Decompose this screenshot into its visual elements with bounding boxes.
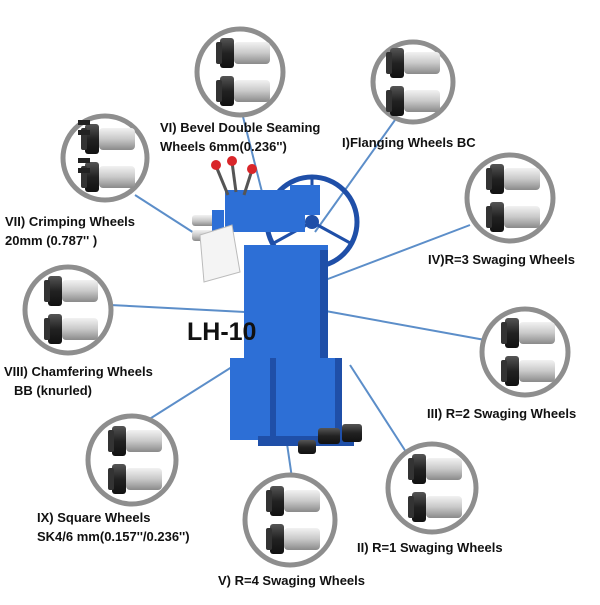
label-flanging: I)Flanging Wheels BC xyxy=(342,135,476,150)
label-line: VII) Crimping Wheels xyxy=(5,214,136,229)
label-line: SK4/6 mm(0.157''/0.236'') xyxy=(37,529,190,544)
label-swaging-r3: IV)R=3 Swaging Wheels xyxy=(428,252,576,267)
label-bevel-seaming: VI) Bevel Double Seaming Wheels 6mm(0.23… xyxy=(160,118,320,156)
label-line: VI) Bevel Double Seaming xyxy=(160,120,321,135)
label-chamfering: VIII) Chamfering Wheels BB (knurled) xyxy=(4,362,153,400)
leader-lines xyxy=(109,96,486,479)
label-swaging-r1: II) R=1 Swaging Wheels xyxy=(357,540,503,555)
lever-knob xyxy=(211,160,221,170)
ring-swaging-r1 xyxy=(385,441,479,535)
lh10-machine xyxy=(192,156,362,454)
machine-column xyxy=(244,245,328,360)
lever-knob xyxy=(227,156,237,166)
machine-base xyxy=(230,358,342,440)
ring-square xyxy=(85,413,179,507)
label-line: IX) Square Wheels xyxy=(37,510,151,525)
label-line: VIII) Chamfering Wheels xyxy=(4,364,153,379)
label-crimping: VII) Crimping Wheels 20mm (0.787'' ) xyxy=(5,212,135,250)
label-line: 20mm (0.787'' ) xyxy=(5,233,98,248)
label-swaging-r4: V) R=4 Swaging Wheels xyxy=(218,573,366,588)
model-name: LH-10 xyxy=(187,318,257,346)
label-line: Wheels 6mm(0.236'') xyxy=(160,139,287,154)
ring-chamfering xyxy=(22,264,114,356)
sheet-workpiece xyxy=(199,224,241,283)
ring-swaging-r4 xyxy=(242,472,338,568)
crimping-wheels-icon xyxy=(78,120,135,192)
ring-swaging-r3 xyxy=(464,152,556,244)
label-swaging-r2: III) R=2 Swaging Wheels xyxy=(427,406,577,421)
label-line: BB (knurled) xyxy=(14,383,92,398)
label-square: IX) Square Wheels SK4/6 mm(0.157''/0.236… xyxy=(37,508,190,546)
ring-swaging-r2 xyxy=(479,306,571,398)
ring-bevel-seaming xyxy=(194,26,286,118)
lever-knob xyxy=(247,164,257,174)
